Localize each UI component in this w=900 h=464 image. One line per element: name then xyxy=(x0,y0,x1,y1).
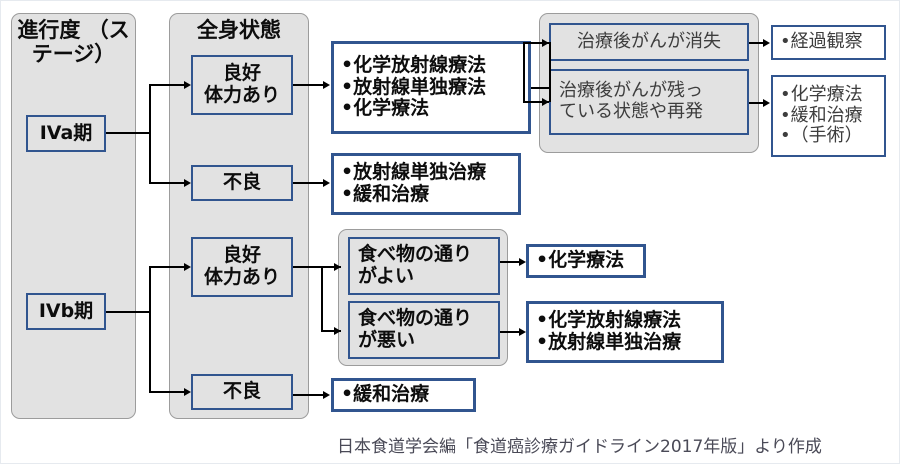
connector-status-to-remains xyxy=(523,101,549,103)
panel-condition-title: 全身状態 xyxy=(197,18,281,42)
arrowhead-ivb-to-poor xyxy=(184,387,191,396)
outcome-box-followup[interactable]: •経過観察 xyxy=(771,25,886,60)
condition-box-iva-good[interactable]: 良好 体力あり xyxy=(191,55,293,115)
connector-iva-to-poor xyxy=(149,182,185,184)
connector-passage-bad-to-treatment xyxy=(500,331,520,333)
connector-status-vertical xyxy=(549,42,551,102)
connector-ivb-poor-to-treatment xyxy=(293,394,324,396)
connector-status-left-vertical xyxy=(523,42,525,102)
connector-iva-good-to-treatment xyxy=(293,84,324,86)
connector-ivb-to-good xyxy=(149,266,185,268)
condition-box-ivb-poor[interactable]: 不良 xyxy=(191,374,293,410)
arrowhead-iva-to-poor xyxy=(184,178,191,187)
outcome-box-further-treatment[interactable]: •化学療法 •緩和治療 •（手術） xyxy=(771,75,886,157)
condition-box-ivb-good[interactable]: 良好 体力あり xyxy=(191,237,293,297)
arrowhead-iva-to-good xyxy=(184,80,191,89)
post-treatment-box-cancer-gone[interactable]: 治療後がんが消失 xyxy=(549,23,749,61)
panel-stage-title: 進行度 （ステージ） xyxy=(17,18,130,66)
connector-ivb-vertical xyxy=(149,266,151,392)
arrowhead-passage-good xyxy=(334,262,341,271)
connector-passage-good-to-treatment xyxy=(500,261,520,263)
connector-remains-to-further xyxy=(749,102,764,104)
arrowhead-status-remains xyxy=(542,97,549,106)
arrowhead-followup xyxy=(763,38,770,47)
connector-status-to-gone xyxy=(523,42,549,44)
connector-passage-to-bad xyxy=(321,330,341,332)
connector-passage-vertical xyxy=(321,266,323,332)
connector-passage-to-good xyxy=(321,266,341,268)
arrowhead-passage-good-treatment xyxy=(519,257,526,266)
treatment-box-ivb-bad-passage[interactable]: •化学放射線療法 •放射線単独治療 xyxy=(526,301,724,363)
connector-iva-vertical xyxy=(149,84,151,184)
treatment-box-iva-poor[interactable]: •放射線単独治療 •緩和治療 xyxy=(331,153,521,215)
arrowhead-ivb-poor-treatment xyxy=(323,390,330,399)
panel-stage xyxy=(11,13,136,419)
arrowhead-passage-bad xyxy=(334,326,341,335)
post-treatment-box-cancer-remains[interactable]: 治療後がんが残っ ている状態や再発 xyxy=(549,69,749,135)
treatment-box-iva-good[interactable]: •化学放射線療法 •放射線単独療法 •化学療法 xyxy=(331,41,531,134)
passage-box-bad[interactable]: 食べ物の通り が悪い xyxy=(348,301,500,359)
passage-box-good[interactable]: 食べ物の通り がよい xyxy=(348,237,500,295)
treatment-box-ivb-good-passage[interactable]: •化学療法 xyxy=(526,244,646,278)
arrowhead-passage-bad-treatment xyxy=(519,327,526,336)
connector-iva-out xyxy=(106,132,151,134)
stage-box-iva[interactable]: IVa期 xyxy=(26,115,106,152)
stage-box-ivb[interactable]: IVb期 xyxy=(26,293,106,330)
treatment-box-ivb-poor[interactable]: •緩和治療 xyxy=(331,378,476,412)
connector-ivb-good-out xyxy=(293,266,323,268)
connector-ivb-out xyxy=(106,311,151,313)
condition-box-iva-poor[interactable]: 不良 xyxy=(191,165,293,201)
source-citation: 日本食道学会編「食道癌診療ガイドライン2017年版」より作成 xyxy=(337,437,822,457)
connector-iva-to-good xyxy=(149,84,185,86)
arrowhead-further-treatment xyxy=(763,98,770,107)
connector-iva-poor-to-treatment xyxy=(293,182,324,184)
arrowhead-iva-good-treatment xyxy=(323,80,330,89)
connector-gone-to-followup xyxy=(749,42,764,44)
connector-treatment-to-status xyxy=(531,87,551,89)
arrowhead-iva-poor-treatment xyxy=(323,178,330,187)
arrowhead-ivb-to-good xyxy=(184,262,191,271)
connector-ivb-to-poor xyxy=(149,391,185,393)
arrowhead-status-gone xyxy=(542,38,549,47)
